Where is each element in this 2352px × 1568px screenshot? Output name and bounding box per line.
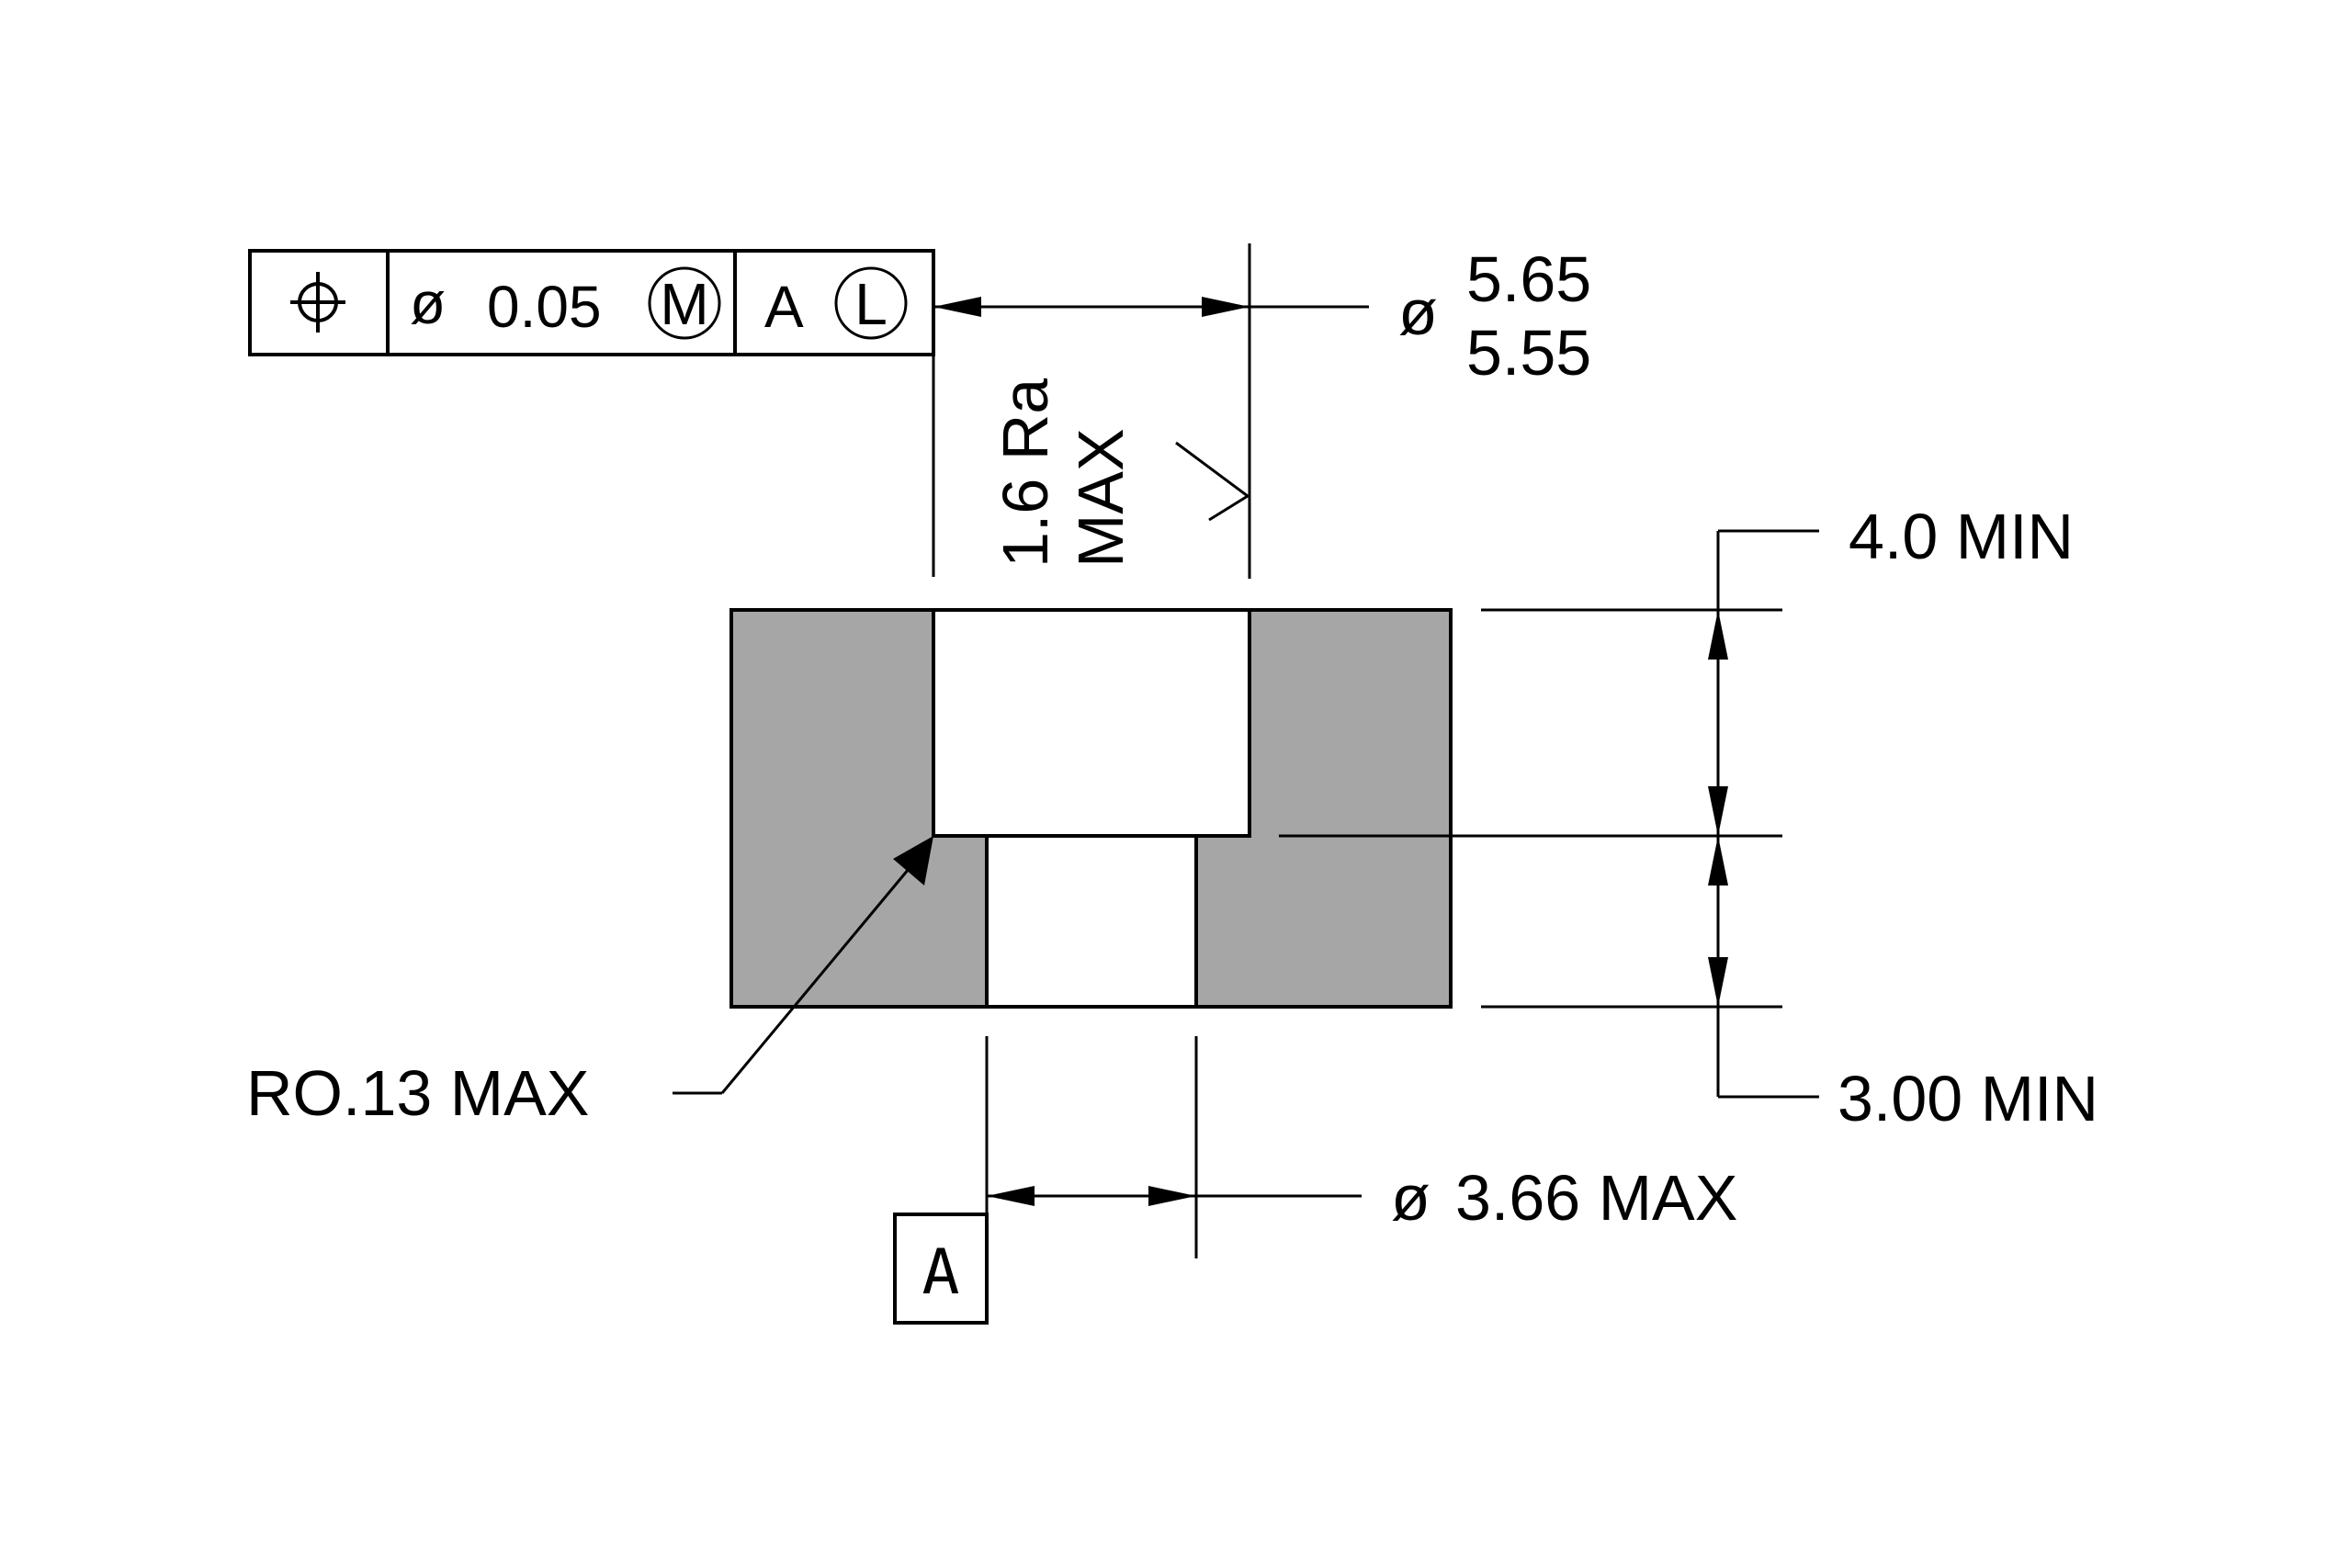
section-right-lower: [1196, 836, 1451, 1007]
position-symbol-icon: [290, 272, 345, 333]
datum-feature-symbol: A: [893, 1213, 989, 1325]
fcf-border: [248, 249, 935, 356]
hole-diameter-dimension: ø 3.66 MAX: [985, 1036, 1737, 1323]
hole-diameter-value: 3.66 MAX: [1455, 1162, 1737, 1234]
surface-finish-callout: 1.6 Ra MAX: [989, 378, 1250, 568]
fcf-datum: A: [764, 274, 804, 340]
counterbore-diameter-lower: 5.55: [1466, 317, 1591, 389]
datum-box: [893, 1213, 989, 1325]
fcf-diameter-symbol: ø: [410, 270, 446, 336]
section-left-upper: [731, 610, 933, 836]
hole-diameter-symbol: ø: [1391, 1162, 1430, 1234]
surface-finish-check-icon: [1175, 441, 1250, 522]
through-length-label: 3.00 MIN: [1838, 1063, 2098, 1134]
section-left-lower: [731, 836, 987, 1007]
fcf-mmc-circle: [648, 266, 721, 340]
feature-control-frame: ø 0.05 M A L: [248, 249, 935, 356]
surface-finish-line1: 1.6 Ra: [989, 378, 1061, 568]
fcf-tolerance: 0.05: [487, 274, 602, 340]
counterbore-diameter-dimension: ø 5.65 5.55: [932, 243, 1591, 579]
fcf-lmc-circle: [834, 266, 908, 340]
fcf-tolerance-modifier: M: [660, 271, 708, 337]
datum-label: A: [922, 1236, 960, 1309]
counterbore-diameter-symbol: ø: [1398, 276, 1438, 348]
counterbore-diameter-upper: 5.65: [1466, 243, 1591, 315]
depth-dimensions: 4.0 MIN 3.00 MIN: [1279, 501, 2098, 1134]
fcf-datum-modifier: L: [854, 271, 888, 337]
part-section: [729, 608, 1453, 1009]
section-right-upper: [1250, 610, 1451, 836]
corner-radius-callout: RO.13 MAX: [246, 836, 933, 1129]
counterbore-depth-label: 4.0 MIN: [1849, 501, 2074, 572]
corner-radius-label: RO.13 MAX: [246, 1057, 589, 1129]
surface-finish-line2: MAX: [1065, 428, 1136, 568]
